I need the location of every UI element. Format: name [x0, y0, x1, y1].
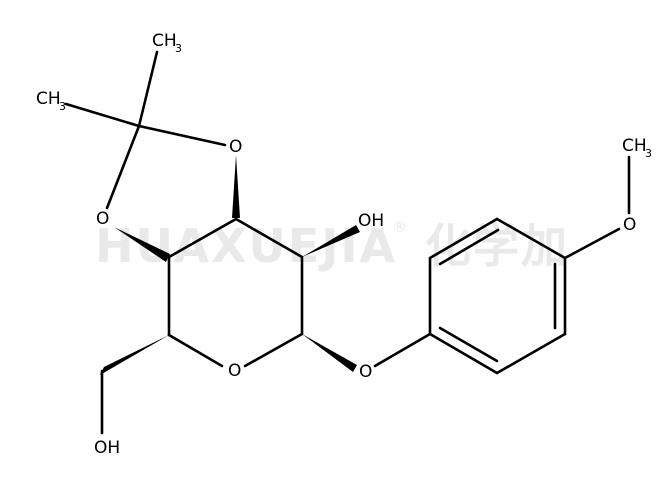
bond-quaternary-c-to-methyl-top	[137, 50, 159, 128]
methyl-left-main: CH	[36, 89, 61, 109]
bond-ar-double-a	[438, 228, 500, 266]
bond-quaternary-c-to-o-left	[105, 124, 141, 210]
label-o-dioxolane-left: O	[96, 209, 109, 229]
watermark-chinese: 化学加	[425, 219, 569, 273]
wedge-c2-to-ch2	[100, 335, 169, 375]
watermark: HUAXUEJIA ® 化学加	[95, 218, 569, 273]
bond-aryl-to-methoxy-o	[563, 227, 621, 260]
methoxy-methyl-sub: 3	[645, 147, 652, 160]
label-oh-ring: OH	[358, 211, 384, 231]
methyl-top-main: CH	[152, 31, 177, 51]
wedge-c4-to-o-upper	[232, 155, 240, 218]
bond-ar-5	[495, 332, 567, 375]
label-o-dioxolane-upper: O	[229, 137, 242, 157]
label-methyl-top: CH 3	[152, 31, 182, 55]
wedge-c3-to-o-left	[114, 227, 170, 262]
bond-ar-double-c	[438, 326, 499, 363]
bond-c1-ring-o	[243, 332, 304, 368]
label-glycosidic-o: O	[359, 362, 372, 382]
methyl-top-sub: 3	[175, 42, 182, 55]
watermark-text: HUAXUEJIA	[95, 219, 397, 273]
label-ring-o: O	[228, 361, 241, 381]
bond-quaternary-c-to-methyl-left	[64, 102, 141, 128]
bond-c3-c4	[167, 217, 238, 259]
bond-ring-o-c2	[167, 333, 224, 368]
bond-quaternary-c-to-o-upper	[137, 124, 227, 147]
wedge-c5-to-oh	[302, 225, 360, 257]
label-methoxy-methyl: CH 3	[622, 136, 652, 160]
methoxy-methyl-main: CH	[622, 136, 647, 156]
label-oh-hydroxymethyl: OH	[94, 438, 120, 458]
bond-ar-6	[428, 332, 499, 375]
watermark-registered: ®	[392, 218, 407, 236]
bond-ar-2	[428, 217, 499, 260]
wedge-c1-to-glycosidic-o	[302, 334, 357, 372]
bond-c4-c5	[234, 217, 304, 259]
bond-ar-3	[495, 217, 567, 260]
bond-glycosidic-o-to-aryl	[373, 332, 432, 368]
label-methyl-left: CH 3	[36, 89, 66, 113]
methyl-left-sub: 3	[59, 100, 66, 113]
label-methoxy-o: O	[623, 215, 636, 235]
